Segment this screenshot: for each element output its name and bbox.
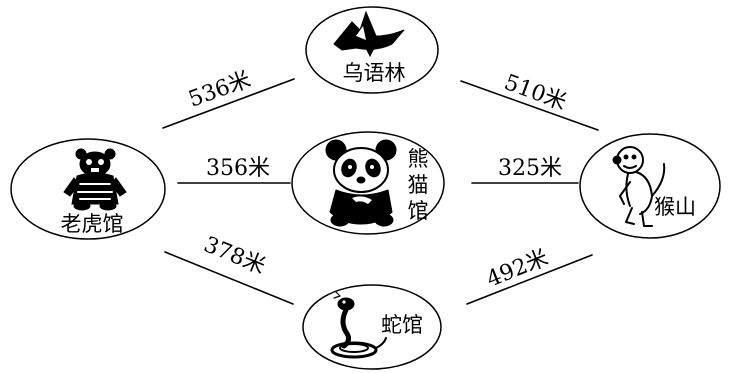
- distance-label: 356米: [206, 156, 270, 181]
- routes: [162, 78, 599, 305]
- node-bird: 乌语林: [305, 6, 439, 94]
- node-label-panda-3: 馆: [408, 199, 429, 223]
- node-label-panda-2: 猫: [408, 173, 429, 197]
- node-label-panda-1: 熊: [408, 147, 429, 171]
- distance-label: 510米: [501, 70, 570, 115]
- node-monkey: 猴山: [579, 133, 721, 239]
- node-snake-ellipse: [302, 284, 442, 370]
- route-tiger-bird: [162, 78, 295, 129]
- node-tiger: 老虎馆: [10, 138, 166, 240]
- node-snake: 蛇馆: [302, 284, 442, 370]
- node-label-monkey: 猴山: [654, 195, 696, 219]
- distance-label: 378米: [200, 232, 269, 279]
- tiger-icon: [63, 148, 127, 211]
- node-panda: 熊 猫 馆: [291, 131, 445, 235]
- bird-icon: [333, 10, 405, 58]
- distance-label: 325米: [498, 156, 562, 181]
- distance-label: 492米: [483, 245, 552, 292]
- route-tiger-snake: [164, 251, 294, 305]
- node-label-tiger: 老虎馆: [61, 212, 124, 236]
- route-bird-monkey: [460, 80, 599, 131]
- distance-label: 536米: [185, 67, 254, 112]
- monkey-icon: [612, 146, 666, 227]
- route-snake-monkey: [466, 254, 593, 305]
- node-label-snake: 蛇馆: [381, 313, 423, 337]
- node-label-bird: 乌语林: [343, 61, 406, 85]
- panda-icon: [325, 139, 397, 227]
- snake-icon: [330, 291, 387, 359]
